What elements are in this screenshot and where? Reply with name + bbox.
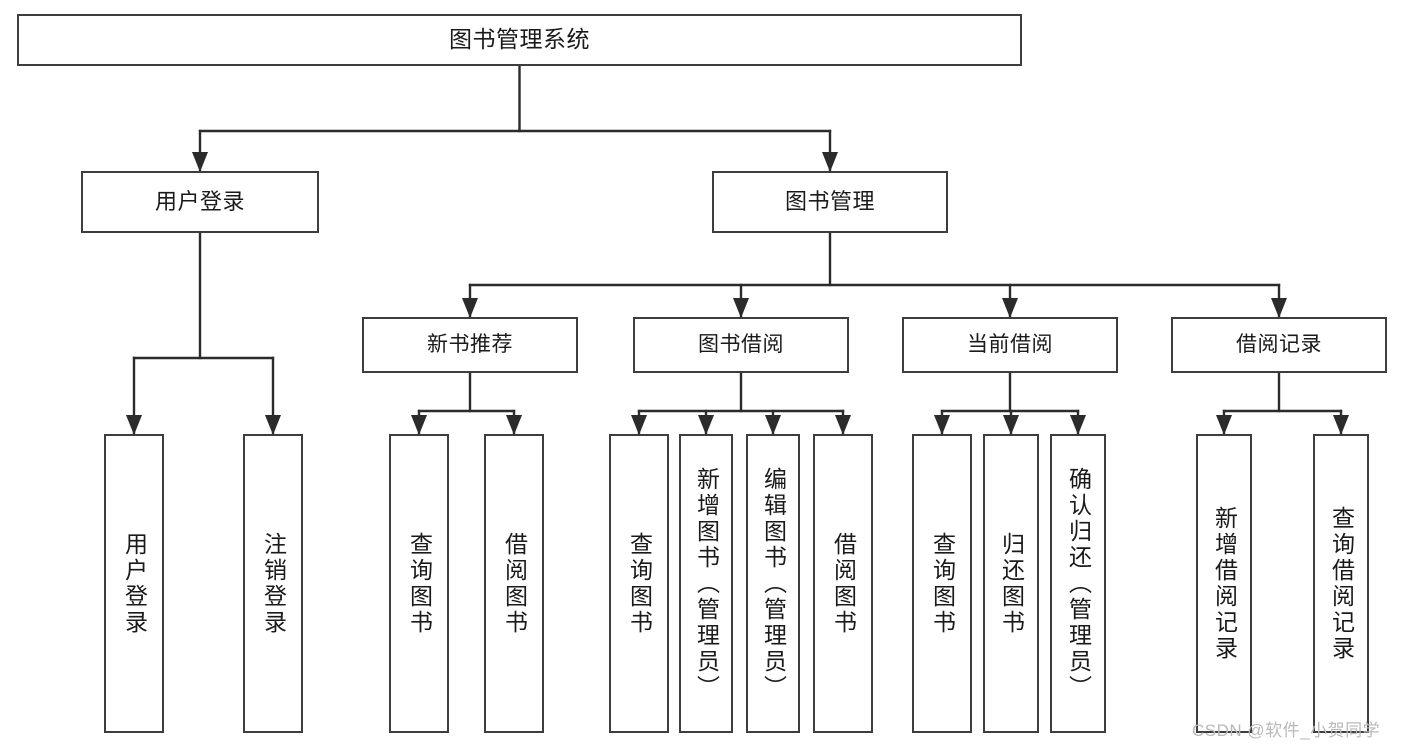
edge-arrowhead	[192, 152, 208, 172]
edge-arrowhead	[1333, 415, 1349, 435]
node-newbook[interactable]: 新书推荐	[362, 317, 578, 373]
node-root[interactable]: 图书管理系统	[17, 14, 1022, 66]
node-label: 查询图书	[626, 531, 653, 636]
edge-arrowhead	[265, 415, 281, 435]
node-current[interactable]: 当前借阅	[902, 317, 1118, 373]
edge-arrowhead	[1070, 415, 1086, 435]
node-label: 借阅图书	[830, 531, 857, 636]
node-label: 新增借阅记录	[1211, 505, 1238, 662]
edge-arrowhead	[733, 298, 749, 318]
node-leaf-bor-4[interactable]: 借阅图书	[813, 434, 873, 733]
node-label: 新书推荐	[427, 332, 513, 356]
edge-arrowhead	[835, 415, 851, 435]
node-leaf-login-1[interactable]: 用户登录	[104, 434, 164, 733]
node-label: 确认归还（管理员）	[1065, 466, 1092, 701]
node-label: 用户登录	[154, 189, 245, 215]
node-label: 当前借阅	[967, 332, 1053, 356]
node-label: 图书管理系统	[449, 26, 590, 53]
node-borrow[interactable]: 图书借阅	[633, 317, 849, 373]
node-label: 图书借阅	[698, 332, 784, 356]
node-records[interactable]: 借阅记录	[1171, 317, 1387, 373]
node-label: 查询图书	[929, 531, 956, 636]
edge-arrowhead	[126, 415, 142, 435]
edge-arrowhead	[934, 415, 950, 435]
edge-arrowhead	[765, 415, 781, 435]
edge-arrowhead	[631, 415, 647, 435]
node-label: 借阅图书	[501, 531, 528, 636]
node-label: 编辑图书（管理员）	[760, 466, 787, 701]
node-leaf-bor-2[interactable]: 新增图书（管理员）	[679, 434, 733, 733]
edge-arrowhead	[1002, 298, 1018, 318]
edge-arrowhead	[822, 152, 838, 172]
node-leaf-cur-1[interactable]: 查询图书	[912, 434, 972, 733]
node-login[interactable]: 用户登录	[81, 171, 319, 233]
node-label: 查询借阅记录	[1328, 505, 1355, 662]
node-label: 注销登录	[260, 531, 287, 636]
node-leaf-rec-1[interactable]: 新增借阅记录	[1196, 434, 1252, 733]
edge-arrowhead	[1271, 298, 1287, 318]
edge-arrowhead	[1216, 415, 1232, 435]
edge-arrowhead	[1003, 415, 1019, 435]
edge-arrowhead	[411, 415, 427, 435]
watermark-text: CSDN @软件_小贺同学	[1192, 721, 1381, 740]
node-label: 新增图书（管理员）	[693, 466, 720, 701]
node-leaf-new-2[interactable]: 借阅图书	[484, 434, 544, 733]
node-leaf-bor-1[interactable]: 查询图书	[609, 434, 669, 733]
node-label: 图书管理	[784, 189, 875, 215]
node-label: 归还图书	[998, 531, 1025, 636]
node-leaf-new-1[interactable]: 查询图书	[389, 434, 449, 733]
edge-arrowhead	[698, 415, 714, 435]
node-label: 查询图书	[406, 531, 433, 636]
node-leaf-login-2[interactable]: 注销登录	[243, 434, 303, 733]
node-bookmgmt[interactable]: 图书管理	[712, 171, 948, 233]
node-leaf-cur-3[interactable]: 确认归还（管理员）	[1050, 434, 1106, 733]
edge-arrowhead	[462, 298, 478, 318]
node-leaf-cur-2[interactable]: 归还图书	[983, 434, 1039, 733]
node-leaf-bor-3[interactable]: 编辑图书（管理员）	[746, 434, 800, 733]
edge-arrowhead	[506, 415, 522, 435]
node-label: 用户登录	[121, 531, 148, 636]
node-leaf-rec-2[interactable]: 查询借阅记录	[1313, 434, 1369, 733]
node-label: 借阅记录	[1236, 332, 1322, 356]
